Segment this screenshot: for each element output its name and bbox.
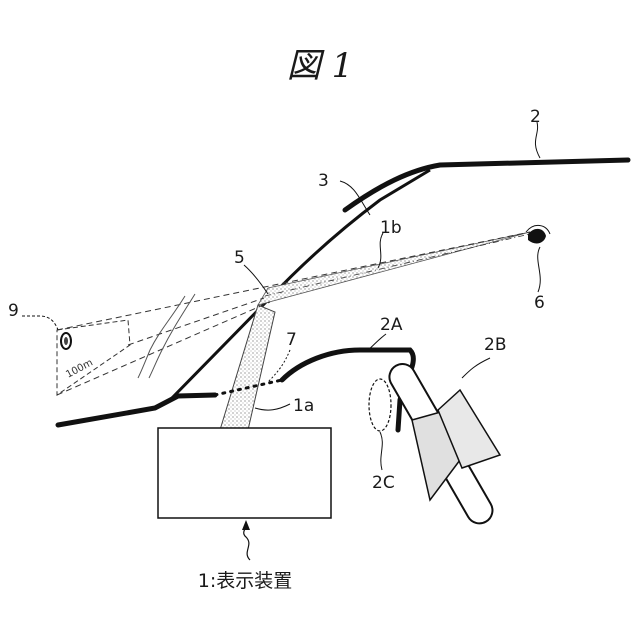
dashed-oval-2C — [369, 379, 391, 431]
leader-5 — [244, 265, 268, 294]
roof-line — [345, 160, 628, 210]
display-device — [158, 428, 331, 518]
label-2A: 2A — [380, 315, 403, 335]
label-2B: 2B — [484, 335, 506, 355]
label-2: 2 — [530, 107, 541, 127]
light-beam-1a — [220, 305, 275, 430]
label-3: 3 — [318, 171, 329, 191]
caption-display-device: 1:表示装置 — [198, 570, 293, 592]
label-1b: 1b — [380, 218, 402, 238]
caption-arrowhead — [242, 520, 250, 530]
leader-9 — [22, 316, 58, 330]
hood-line — [58, 395, 215, 425]
label-5: 5 — [234, 248, 245, 268]
break-line-2 — [149, 294, 195, 378]
eye-icon — [528, 229, 546, 244]
leader-2B — [462, 358, 490, 378]
dashboard-2A — [282, 350, 413, 430]
leader-6 — [538, 247, 541, 292]
label-9: 9 — [8, 301, 19, 321]
label-7: 7 — [286, 330, 297, 350]
sign-icon-inner — [64, 337, 68, 345]
distance-text: 100m — [64, 357, 95, 380]
label-1a: 1a — [293, 396, 314, 416]
leader-2 — [535, 122, 540, 158]
leader-2C — [380, 432, 382, 470]
dashed-projection-mid — [128, 298, 264, 345]
figure-title: 図 1 — [287, 46, 353, 86]
label-6: 6 — [534, 293, 545, 313]
dashed-projection-upper — [57, 232, 530, 330]
leader-1a — [255, 404, 290, 410]
break-line-1 — [138, 296, 185, 378]
virtual-image-frame — [57, 320, 130, 395]
label-2C: 2C — [372, 473, 395, 493]
